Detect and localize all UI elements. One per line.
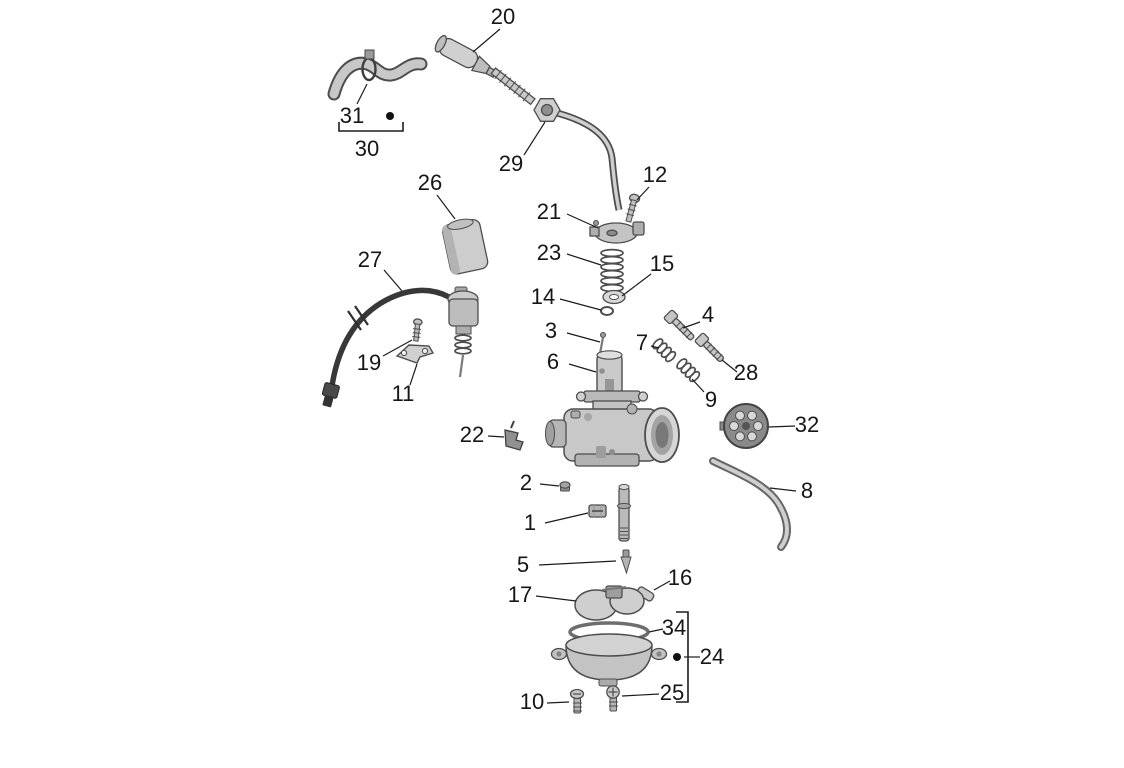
- part-label-11[interactable]: 11: [391, 381, 415, 406]
- breather-hose: [709, 457, 791, 551]
- group-bracket-30: [338, 112, 404, 132]
- part-label-16[interactable]: 16: [667, 565, 693, 590]
- part-label-24[interactable]: 24: [699, 644, 725, 669]
- part-label-12[interactable]: 12: [642, 162, 668, 187]
- part-21-valve-cover: [589, 220, 645, 244]
- fuel-hose-top: [327, 49, 428, 101]
- part-29-adjuster-nut: [490, 67, 561, 122]
- part-label-4[interactable]: 4: [701, 302, 715, 327]
- assembly-dot: [386, 112, 394, 120]
- sensor-cable: [321, 287, 452, 408]
- part-label-17[interactable]: 17: [507, 582, 533, 607]
- part-17-float: [574, 585, 645, 621]
- part-jet-holder: [617, 483, 631, 542]
- part-float-bowl: [550, 633, 668, 687]
- part-23-spring: [600, 248, 624, 293]
- part-label-3[interactable]: 3: [544, 318, 558, 343]
- part-label-23[interactable]: 23: [536, 240, 562, 265]
- assembly-dot: [673, 653, 681, 661]
- part-label-30[interactable]: 30: [354, 136, 380, 161]
- part-label-29[interactable]: 29: [498, 151, 524, 176]
- part-14-clip: [600, 306, 614, 316]
- part-4-screw: [663, 309, 695, 341]
- part-label-8[interactable]: 8: [800, 478, 814, 503]
- part-32-cover-disc: [719, 403, 769, 449]
- part-2-plug: [559, 481, 571, 492]
- part-27-carb-top: [447, 286, 479, 378]
- part-label-21[interactable]: 21: [536, 199, 562, 224]
- part-label-28[interactable]: 28: [733, 360, 759, 385]
- part-label-20[interactable]: 20: [490, 4, 516, 29]
- cable-connector: [321, 382, 340, 408]
- part-label-19[interactable]: 19: [356, 350, 382, 375]
- part-label-5[interactable]: 5: [516, 552, 530, 577]
- part-carburetor-body: [545, 390, 680, 467]
- part-10-screw: [569, 688, 585, 714]
- part-25-screw: [606, 685, 620, 712]
- part-label-32[interactable]: 32: [794, 412, 820, 437]
- part-label-22[interactable]: 22: [459, 422, 485, 447]
- part-19-screw: [412, 318, 423, 342]
- part-20-cable-adjuster: [434, 34, 498, 79]
- part-26-rubber-boot: [442, 218, 489, 275]
- part-28-screw: [694, 332, 725, 363]
- part-1-jet: [588, 504, 607, 518]
- part-label-31[interactable]: 31: [339, 103, 365, 128]
- part-label-15[interactable]: 15: [649, 251, 675, 276]
- part-label-14[interactable]: 14: [530, 284, 556, 309]
- part-label-10[interactable]: 10: [519, 689, 545, 714]
- part-label-34[interactable]: 34: [661, 615, 687, 640]
- part-label-26[interactable]: 26: [417, 170, 443, 195]
- part-label-25[interactable]: 25: [659, 680, 685, 705]
- part-label-1[interactable]: 1: [523, 510, 537, 535]
- part-11-bracket: [395, 344, 435, 364]
- part-15-washer: [602, 289, 626, 305]
- part-5-float-needle: [620, 549, 632, 575]
- part-6-throttle-slide: [596, 350, 623, 396]
- part-label-6[interactable]: 6: [546, 349, 560, 374]
- part-7-spring: [652, 338, 677, 363]
- part-12-screw: [625, 193, 641, 223]
- part-9-spring: [676, 358, 701, 383]
- part-label-9[interactable]: 9: [704, 387, 718, 412]
- part-label-7[interactable]: 7: [635, 330, 649, 355]
- throttle-cable: [556, 109, 623, 211]
- leader-lines: [356, 28, 797, 704]
- part-label-27[interactable]: 27: [357, 247, 383, 272]
- part-22-cable-clamp: [504, 420, 524, 451]
- part-label-2[interactable]: 2: [519, 470, 533, 495]
